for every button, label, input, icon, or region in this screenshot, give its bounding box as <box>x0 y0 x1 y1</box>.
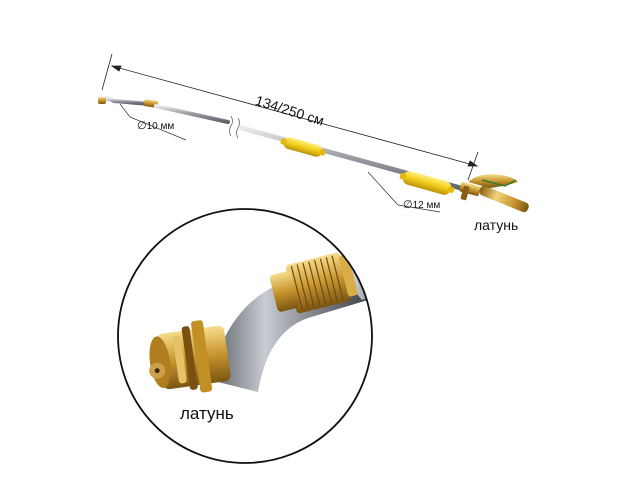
diameter-symbol: ∅ <box>403 199 413 211</box>
diameter-leader-lines <box>119 103 441 213</box>
brass-material-label-zoom: латунь <box>180 404 234 423</box>
tube-diameter-label: ∅12 мм <box>403 200 440 211</box>
spray-lance <box>98 96 529 213</box>
tube-diameter-value: 12 мм <box>412 200 441 211</box>
length-dimension-line <box>101 53 479 181</box>
brass-material-label-top: латунь <box>474 217 519 233</box>
tip-nozzle-icon <box>98 97 106 104</box>
nozzle-zoom-view <box>117 208 373 464</box>
zoom-circle-border <box>117 208 373 464</box>
brass-nozzle-tip <box>149 320 231 393</box>
yellow-grip-1 <box>280 137 326 157</box>
break-mark-icon <box>229 115 240 139</box>
tip-diameter-value: 10 мм <box>146 121 175 132</box>
tip-diameter-label: ∅10 мм <box>137 121 174 132</box>
yellow-grip-2 <box>399 171 455 195</box>
brass-coupling-nut <box>269 252 358 314</box>
brass-valve-handle <box>459 174 529 213</box>
diameter-symbol: ∅ <box>137 120 147 132</box>
